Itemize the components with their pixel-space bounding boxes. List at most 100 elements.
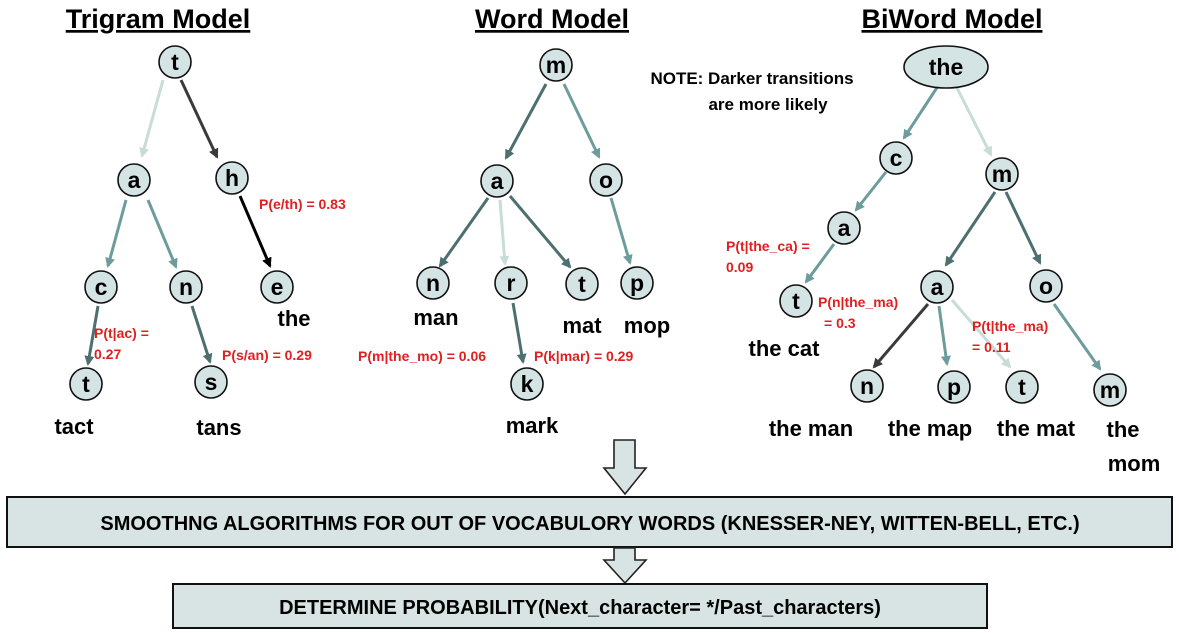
biword-word-the-mat: the mat <box>997 416 1076 441</box>
trigram-word-tans: tans <box>196 415 241 440</box>
edge-a-n <box>872 303 930 369</box>
edge-a-t <box>804 243 836 284</box>
note-line-1: NOTE: Darker transitions <box>650 69 853 88</box>
edge-c-a <box>854 171 888 212</box>
edge-m-o <box>1004 191 1042 265</box>
prob-n-the-ma-line2: = 0.3 <box>824 315 856 331</box>
svg-text:t: t <box>82 371 90 397</box>
prob-t-the-ca-line2: 0.09 <box>726 259 753 275</box>
biword-node-m-mom: m <box>1093 373 1127 407</box>
svg-text:a: a <box>931 274 944 300</box>
biword-word-the-cat: the cat <box>749 336 821 361</box>
biword-word-the-map: the map <box>888 416 972 441</box>
svg-text:e: e <box>271 274 284 300</box>
trigram-model-title: Trigram Model <box>66 4 251 34</box>
svg-text:a: a <box>491 168 504 194</box>
edge-o-m <box>1052 303 1102 371</box>
biword-node-a-cat: a <box>827 211 861 245</box>
down-arrow-to-probability <box>602 547 648 585</box>
biword-node-c: c <box>879 141 913 175</box>
note-line-2: are more likely <box>708 95 828 114</box>
biword-node-p: p <box>937 370 971 404</box>
edge-a-t2 <box>950 299 1012 369</box>
svg-text:m: m <box>546 52 566 78</box>
edge-h-e <box>238 195 272 268</box>
svg-text:r: r <box>507 270 516 296</box>
edge-m-a <box>944 191 997 267</box>
word-node-o: o <box>589 163 623 197</box>
trigram-node-e: e <box>260 270 294 304</box>
word-model-word-man: man <box>413 305 458 330</box>
word-node-r: r <box>494 266 528 300</box>
word-model-word-mop: mop <box>624 313 670 338</box>
prob-t-ac-line1: P(t|ac) = <box>94 325 149 341</box>
edge-c-t <box>84 305 100 366</box>
svg-text:c: c <box>890 145 903 171</box>
prob-k-mar: P(k|mar) = 0.29 <box>534 348 633 364</box>
prob-m-the-mo: P(m|the_mo) = 0.06 <box>358 348 486 364</box>
svg-text:k: k <box>521 371 534 397</box>
smoothing-box: SMOOTHNG ALGORITHMS FOR OUT OF VOCABULOR… <box>6 496 1173 548</box>
svg-text:m: m <box>992 161 1012 187</box>
biword-node-t-cat: t <box>779 284 813 318</box>
edge-a-n <box>146 199 178 269</box>
svg-text:c: c <box>95 274 108 300</box>
edge-a-r <box>498 199 510 266</box>
edge-a-p <box>937 305 951 366</box>
edge-t-h <box>179 79 219 159</box>
trigram-node-a: a <box>117 163 151 197</box>
word-model-edges <box>438 83 633 364</box>
svg-text:n: n <box>179 274 193 300</box>
trigram-edges <box>84 79 272 366</box>
word-model-word-mark: mark <box>506 413 559 438</box>
edge-r-k <box>511 302 527 364</box>
svg-text:p: p <box>630 270 644 296</box>
prob-t-the-ca-line1: P(t|the_ca) = <box>726 238 810 254</box>
biword-edges <box>804 85 1102 371</box>
down-arrow-to-smoothing <box>602 439 648 496</box>
biword-node-t-mat: t <box>1005 370 1039 404</box>
prob-n-the-ma-line1: P(n|the_ma) <box>818 294 898 310</box>
svg-text:t: t <box>171 49 179 75</box>
svg-text:t: t <box>1018 374 1026 400</box>
svg-text:p: p <box>947 374 961 400</box>
trigram-node-t-leaf: t <box>69 367 103 401</box>
svg-text:n: n <box>860 373 874 399</box>
word-node-k: k <box>510 367 544 401</box>
trigram-node-s: s <box>194 365 228 399</box>
trigram-word-tact: tact <box>54 414 94 439</box>
trigram-node-c: c <box>84 270 118 304</box>
prob-e-th: P(e/th) = 0.83 <box>259 196 346 212</box>
prob-t-ac-line2: 0.27 <box>94 346 121 362</box>
edge-m-o <box>562 83 601 159</box>
edge-a-t <box>508 195 572 269</box>
svg-text:a: a <box>838 215 851 241</box>
svg-text:the: the <box>929 54 964 80</box>
edge-o-p <box>609 197 633 265</box>
biword-node-a-ma: a <box>920 270 954 304</box>
svg-text:t: t <box>792 288 800 314</box>
determine-probability-box-text: DETERMINE PROBABILITY(Next_character= */… <box>279 597 881 619</box>
word-model-word-mat: mat <box>562 313 602 338</box>
word-model-title: Word Model <box>475 4 629 34</box>
biword-word-the-man: the man <box>769 416 853 441</box>
edge-the-c <box>902 85 940 140</box>
smoothing-box-text: SMOOTHNG ALGORITHMS FOR OUT OF VOCABULOR… <box>100 513 1079 535</box>
svg-text:o: o <box>1039 273 1053 299</box>
trigram-node-h: h <box>215 161 249 195</box>
svg-text:m: m <box>1100 377 1120 403</box>
edge-n-s <box>190 305 213 364</box>
trigram-node-t-root: t <box>158 45 192 79</box>
biword-word-the-mom-line1: the <box>1107 417 1140 442</box>
trigram-word-the: the <box>278 306 311 331</box>
word-node-t: t <box>565 267 599 301</box>
edge-m-a <box>504 83 548 160</box>
word-node-m: m <box>539 48 573 82</box>
biword-node-n: n <box>850 369 884 403</box>
svg-text:h: h <box>225 165 239 191</box>
prob-t-the-ma-line2: = 0.11 <box>972 339 1011 355</box>
prob-s-an: P(s/an) = 0.29 <box>222 347 312 363</box>
word-node-a: a <box>480 164 514 198</box>
svg-text:s: s <box>205 369 218 395</box>
